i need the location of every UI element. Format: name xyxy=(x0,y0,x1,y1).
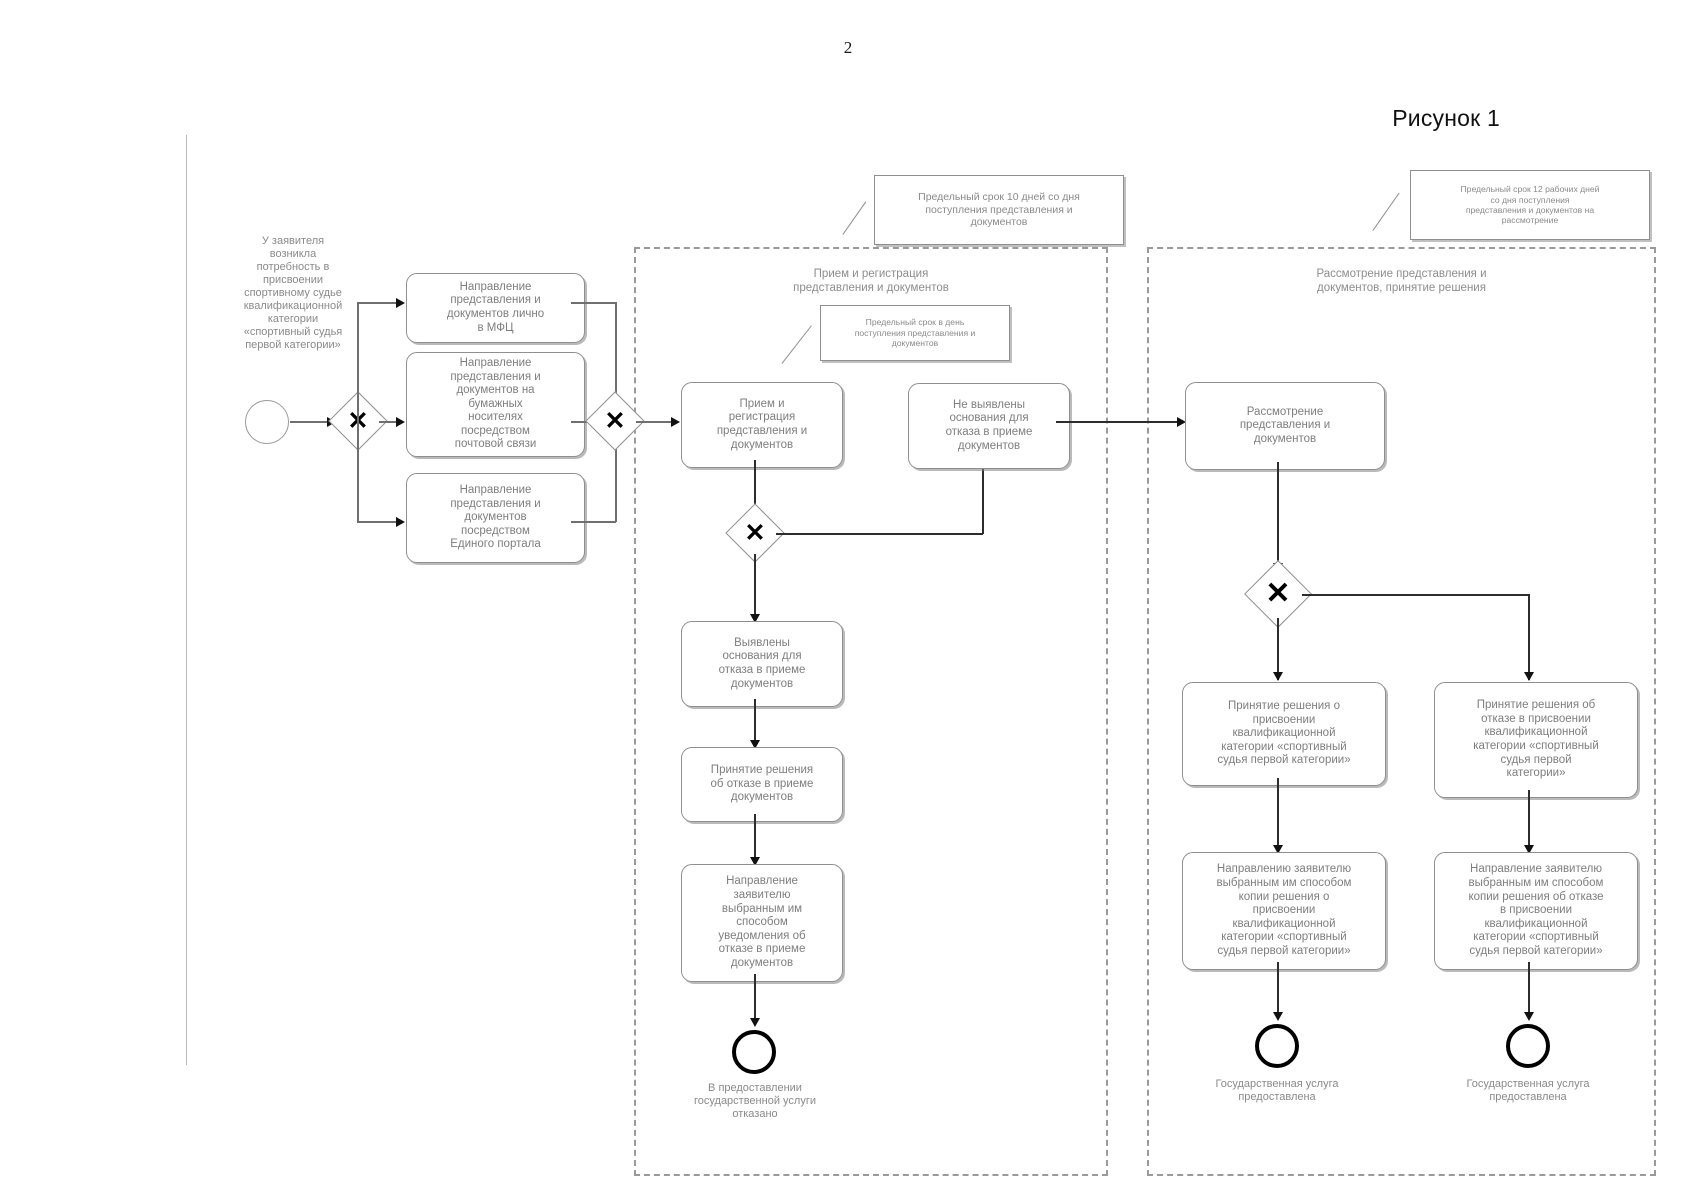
note-deadline-12-days: Предельный срок 12 рабочих дней со дня п… xyxy=(1410,170,1650,240)
task-grounds-for-refusal-found: Выявлены основания для отказа в приеме д… xyxy=(681,621,843,707)
pool-review: Рассмотрение представления и документов,… xyxy=(1147,247,1656,1176)
arrow-decision-to-notify xyxy=(750,857,760,866)
connector-decision-to-notify xyxy=(754,814,756,864)
connector-split-backbone xyxy=(357,302,359,522)
arrow-to-grounds-found xyxy=(750,614,760,623)
gateway-intake-decision-x-icon: ✕ xyxy=(744,518,766,547)
task-send-grant-copy: Направлению заявителю выбранным им спосо… xyxy=(1182,852,1386,970)
gateway-merge-x-icon: ✕ xyxy=(604,406,626,435)
arrow-to-grant-decision xyxy=(1273,672,1283,681)
connector-split-to-portal xyxy=(357,521,397,523)
connector-split-to-post xyxy=(379,421,397,423)
connector-review-to-gateway xyxy=(1277,462,1279,570)
gateway-channel-merge: ✕ xyxy=(585,391,645,451)
arrow-send-deny-to-end xyxy=(1524,1012,1534,1021)
arrow-to-deny-decision xyxy=(1524,672,1534,681)
arrow-merge-to-intake xyxy=(671,417,680,427)
task-no-grounds-for-refusal: Не выявлены основания для отказа в прием… xyxy=(908,383,1070,469)
pool-intake-title: Прием и регистрация представления и доку… xyxy=(793,268,949,294)
task-intake-register: Прием и регистрация представления и доку… xyxy=(681,382,843,468)
connector-no-grounds-up xyxy=(982,463,984,534)
note-deadline-same-day: Предельный срок в день поступления предс… xyxy=(820,305,1010,361)
connector-gateway-to-grounds xyxy=(754,554,756,621)
end-event-service-granted-label: Государственная услуга предоставлена xyxy=(1215,1078,1339,1103)
arrow-no-grounds-to-review xyxy=(1177,417,1186,427)
page-margin-rule xyxy=(186,135,187,1065)
connector-grounds-to-decision xyxy=(754,699,756,747)
note-12-days-leader xyxy=(1372,192,1400,232)
start-event xyxy=(245,400,289,444)
arrow-split-to-mfc xyxy=(396,298,405,308)
connector-portal-up xyxy=(615,437,617,522)
gateway-intake-decision: ✕ xyxy=(725,503,785,563)
pool-review-title: Рассмотрение представления и документов,… xyxy=(1316,268,1487,294)
connector-send-deny-to-end xyxy=(1528,962,1530,1018)
connector-deny-branch-down xyxy=(1528,594,1530,680)
connector-deny-branch-across xyxy=(1302,594,1530,596)
note-10-days-leader xyxy=(842,201,867,236)
gateway-review-decision: ✕ xyxy=(1244,560,1312,628)
arrow-send-grant-to-end xyxy=(1273,1012,1283,1021)
task-notify-refuse-intake: Направление заявителю выбранным им спосо… xyxy=(681,864,843,982)
page-number: 2 xyxy=(843,38,853,57)
arrow-deny-to-send xyxy=(1524,845,1534,854)
task-submit-portal: Направление представления и документов п… xyxy=(406,473,585,563)
connector-mfc-to-merge xyxy=(571,302,616,304)
note-deadline-10-days: Предельный срок 10 дней со дня поступлен… xyxy=(874,175,1124,245)
task-submit-post: Направление представления и документов н… xyxy=(406,352,585,457)
arrow-split-to-post xyxy=(396,417,405,427)
arrow-grounds-to-decision xyxy=(750,740,760,749)
connector-split-to-mfc xyxy=(357,302,397,304)
end-event-service-denied-label: Государственная услуга предоставлена xyxy=(1466,1078,1590,1103)
task-decision-deny: Принятие решения об отказе в присвоении … xyxy=(1434,682,1638,798)
connector-gateway-to-no-grounds xyxy=(776,533,983,535)
pool-intake: Прием и регистрация представления и доку… xyxy=(634,247,1108,1176)
arrow-grant-to-send xyxy=(1273,845,1283,854)
connector-notify-to-end xyxy=(754,974,756,1024)
connector-deny-to-send xyxy=(1528,790,1530,852)
connector-grant-to-send xyxy=(1277,778,1279,852)
end-event-refused-intake-label: В предоставлении государственной услуги … xyxy=(694,1082,816,1120)
connector-merge-to-intake xyxy=(636,421,672,423)
arrow-split-to-portal xyxy=(396,517,405,527)
end-event-refused-intake xyxy=(732,1030,776,1074)
start-event-label: У заявителя возникла потребность в присв… xyxy=(243,235,343,351)
connector-intake-to-gateway xyxy=(754,460,756,515)
gateway-review-decision-x-icon: ✕ xyxy=(1265,577,1291,610)
task-review-documents: Рассмотрение представления и документов xyxy=(1185,382,1385,470)
connector-send-grant-to-end xyxy=(1277,962,1279,1018)
arrow-notify-to-end xyxy=(750,1018,760,1027)
connector-grant-down-1 xyxy=(1277,618,1279,680)
connector-portal-to-merge xyxy=(571,521,616,523)
connector-no-grounds-to-review xyxy=(1056,421,1178,423)
task-submit-mfc: Направление представления и документов л… xyxy=(406,273,585,343)
connector-mfc-down xyxy=(615,302,617,410)
task-decision-refuse-intake: Принятие решения об отказе в приеме доку… xyxy=(681,747,843,822)
task-decision-grant: Принятие решения о присвоении квалификац… xyxy=(1182,682,1386,786)
connector-start-to-split xyxy=(290,421,328,423)
task-send-deny-copy: Направление заявителю выбранным им спосо… xyxy=(1434,852,1638,970)
figure-title: Рисунок 1 xyxy=(1392,105,1500,131)
end-event-service-granted xyxy=(1255,1024,1299,1068)
end-event-service-denied xyxy=(1506,1024,1550,1068)
